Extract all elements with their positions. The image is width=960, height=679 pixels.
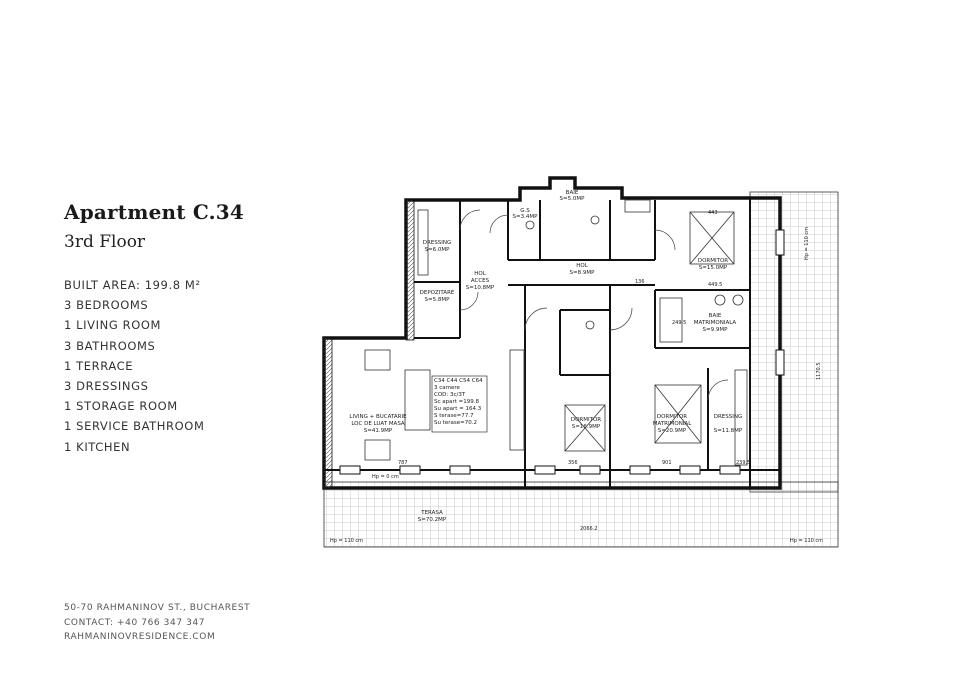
label-dormitor-matrimonial: DORMITOR	[657, 414, 687, 420]
feature-storage-room: 1 STORAGE ROOM	[64, 399, 178, 414]
level-hp0: Hp = 0 cm	[372, 474, 399, 480]
info-line-3: COD: 3c/3T	[434, 392, 466, 398]
label-baie-matrimoniala-2: MATRIMONIALA	[694, 320, 737, 326]
dim-449: 449.5	[708, 282, 722, 288]
sofa-2	[364, 439, 391, 461]
dimension-labels: Hp = 0 cm Hp = 110 cm Hp = 110 cm Hp = 1…	[330, 210, 823, 544]
apartment-title: Apartment C.34	[64, 200, 245, 224]
info-line-7: Su terase=70.2	[434, 420, 477, 426]
feature-living-room: 1 LIVING ROOM	[64, 318, 162, 333]
label-dressing-1: DRESSING	[423, 240, 452, 246]
toilet-1	[525, 220, 535, 230]
area-dressing-1: S=6.0MP	[425, 247, 451, 253]
area-dormitor-matrimonial: S=20.9MP	[658, 428, 687, 434]
outer-walls	[322, 176, 782, 490]
label-hol-acces: HOL	[474, 271, 486, 277]
area-gs: S=3.4MP	[513, 214, 539, 220]
kitchen-counter	[509, 349, 525, 451]
label-dormitor-matrimonial-2: MATRIMONIAL	[653, 421, 692, 427]
floor-subtitle: 3rd Floor	[64, 232, 146, 252]
bathtub	[659, 297, 683, 343]
sink-2	[732, 294, 744, 306]
floor-plan: C34 C44 C54 C64 3 camere COD: 3c/3T Sc a…	[322, 176, 839, 548]
level-hp110-vertical: Hp = 110 cm	[804, 227, 810, 260]
dim-1170: 1170.5	[816, 363, 822, 381]
label-dormitor-1: DORMITOR	[698, 258, 728, 264]
level-hp110-left: Hp = 110 cm	[330, 538, 363, 544]
dining-table	[404, 369, 431, 431]
dim-901: 901	[662, 460, 672, 466]
dim-249: 249.5	[672, 320, 686, 326]
bed-master	[689, 211, 735, 265]
label-terasa: TERASA	[420, 510, 443, 516]
area-hol: S=8.9MP	[570, 270, 596, 276]
area-depozitare: S=5.8MP	[425, 297, 451, 303]
feature-kitchen: 1 KITCHEN	[64, 439, 131, 454]
area-baie-matrimoniala: S=9.9MP	[703, 327, 729, 333]
wardrobe-2	[734, 369, 748, 466]
label-baie: BAIE	[566, 190, 579, 196]
bed-matrimonial	[654, 384, 702, 444]
info-line-1: C34 C44 C54 C64	[434, 378, 483, 384]
label-living: LIVING + BUCATARIE	[349, 414, 407, 420]
level-hp110-right: Hp = 110 cm	[790, 538, 823, 544]
dim-239: 239.5	[736, 460, 750, 466]
info-line-6: S terase=77.7	[434, 413, 474, 419]
area-dormitor-2: S=16.9MP	[572, 424, 601, 430]
area-living: S=41.9MP	[364, 428, 393, 434]
label-depozitare: DEPOZITARE	[420, 290, 455, 296]
toilet-2	[590, 215, 600, 225]
feature-dressings: 3 DRESSINGS	[64, 379, 149, 394]
windows	[339, 229, 785, 475]
feature-bathrooms: 3 BATHROOMS	[64, 338, 156, 353]
info-box	[431, 375, 488, 433]
dim-2066: 2066.2	[580, 526, 598, 532]
bed-bedroom	[564, 404, 606, 452]
area-dormitor-1: S=15.0MP	[699, 265, 728, 271]
dim-356: 356	[568, 460, 578, 466]
info-line-2: 3 camere	[434, 385, 461, 391]
furniture	[364, 199, 748, 466]
room-labels: DRESSING S=6.0MP HOL ACCES S=10.8MP DEPO…	[349, 190, 742, 523]
feature-terrace: 1 TERRACE	[64, 358, 134, 373]
area-terasa: S=70.2MP	[418, 517, 447, 523]
label-living-2: LOC DE LUAT MASA	[351, 421, 405, 427]
area-dressing-2: S=11.8MP	[714, 428, 743, 434]
wardrobe-3	[624, 199, 651, 213]
dim-136: 136	[635, 279, 645, 285]
footer-contact: 50-70 RAHMANINOV ST., BUCHAREST CONTACT:…	[64, 601, 250, 645]
toilet-3	[585, 320, 595, 330]
feature-bedrooms: 3 BEDROOMS	[64, 298, 149, 313]
doors	[459, 209, 729, 401]
dim-787: 787	[398, 460, 408, 466]
label-dormitor-2: DORMITOR	[571, 417, 601, 423]
label-hol-acces-2: ACCES	[471, 278, 490, 284]
footer-address: 50-70 RAHMANINOV ST., BUCHAREST	[64, 603, 251, 613]
area-baie: S=5.0MP	[560, 196, 586, 202]
sink-1	[714, 294, 726, 306]
info-line-4: Sc apart =199.8	[434, 399, 480, 405]
interior-walls	[324, 198, 780, 488]
area-hol-acces: S=10.8MP	[466, 285, 495, 291]
label-baie-matrimoniala: BAIE	[709, 313, 722, 319]
wardrobe-1	[417, 209, 429, 276]
footer-website[interactable]: RAHMANINOVRESIDENCE.COM	[64, 632, 216, 642]
footer-phone[interactable]: CONTACT: +40 766 347 347	[64, 617, 206, 628]
label-gs: G.S	[520, 208, 530, 214]
feature-built-area: BUILT AREA: 199.8 m²	[64, 278, 201, 292]
feature-service-bathroom: 1 SERVICE BATHROOM	[64, 419, 205, 434]
label-hol: HOL	[576, 263, 588, 269]
terrace-right-area	[749, 191, 839, 493]
info-line-5: Su apart = 164.3	[434, 406, 482, 412]
sofa	[364, 349, 391, 371]
dim-443: 443	[708, 210, 718, 216]
features-list: BUILT AREA: 199.8 m² 3 BEDROOMS 1 LIVING…	[64, 275, 204, 457]
label-dressing-2: DRESSING	[714, 414, 743, 420]
terrace-bottom-area	[323, 481, 839, 548]
